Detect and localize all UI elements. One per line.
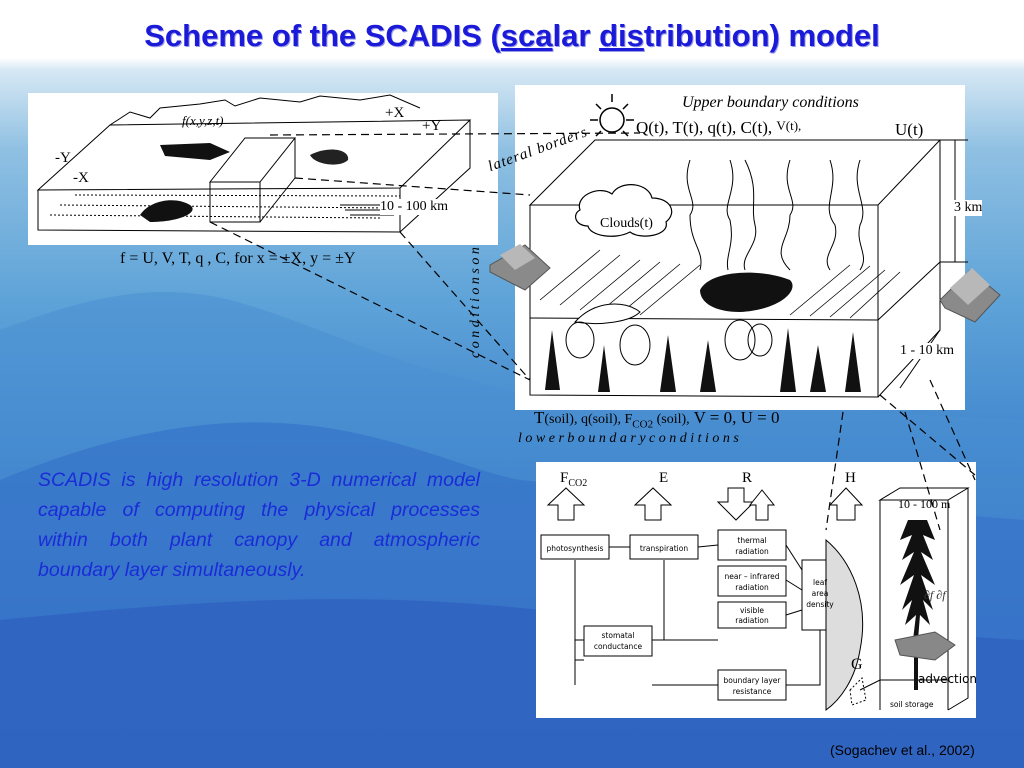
box-lad-3: density — [806, 600, 834, 609]
box-lad-1: leaf — [813, 578, 827, 587]
lower-boundary-title: l o w e r b o u n d a r y c o n d i t i … — [518, 431, 739, 446]
upper-boundary-vars: Q(t), T(t), q(t), C(t), V(t), — [636, 118, 801, 138]
connector-lines — [209, 132, 976, 531]
function-label: f(x,y,z,t) — [182, 113, 224, 128]
box-stomatal-1: stomatal — [602, 631, 635, 640]
lad-profile — [825, 538, 864, 711]
flux-e-label: E — [659, 470, 669, 486]
upper-var-list: (t), T(t), q(t), C(t), — [648, 118, 773, 137]
upper-var-u: U(t) — [895, 120, 924, 139]
boundary-formula: f = U, V, T, q , C, for x = ±X, y = ±Y — [120, 250, 356, 267]
box-nir-2: radiation — [735, 583, 769, 592]
box-thermal-2: radiation — [735, 547, 769, 556]
flux-h-label: H — [845, 470, 856, 486]
lateral-conditions-label: c o n d i t i o n s o n — [468, 247, 483, 358]
flux-fco2-label: FCO2 — [560, 470, 588, 489]
plus-x-label: +X — [385, 105, 405, 121]
minus-x-label: -X — [73, 170, 89, 186]
partial-derivative: ∂f ∂f — [924, 588, 946, 602]
box-stomatal-2: conductance — [594, 642, 643, 651]
lower-boundary-vars: T(soil), q(soil), FCO2 (soil), V = 0, U … — [534, 408, 780, 431]
box-thermal-1: thermal — [737, 536, 766, 545]
box-nir-1: near – infrared — [724, 572, 779, 581]
cloud-icon — [574, 184, 673, 237]
outflow-arrow-icon — [939, 268, 1001, 323]
box-transpiration: transpiration — [640, 544, 688, 553]
flux-r-label: R — [742, 470, 753, 486]
canopy-column — [859, 487, 970, 711]
forest-icon — [545, 328, 861, 392]
box-blr-1: boundary layer — [724, 676, 782, 685]
soil-storage-label: soil storage — [890, 700, 934, 709]
soil-flux-g-label: G — [851, 656, 863, 673]
box-lad-2: area — [812, 589, 829, 598]
box-blr-2: resistance — [733, 687, 772, 696]
box-visible-2: radiation — [735, 616, 769, 625]
page-title: Scheme of the SCADIS (scalar distributio… — [144, 18, 880, 53]
advection-label: advection — [918, 672, 978, 686]
upper-boundary-title: Upper boundary conditions — [682, 94, 859, 111]
model-description: SCADIS is high resolution 3-D numerical … — [38, 469, 480, 581]
upper-var-v: V(t), — [776, 118, 802, 133]
local-domain-box — [528, 139, 968, 398]
clouds-label: Clouds(t) — [600, 216, 653, 231]
height-label: 3 km — [954, 200, 983, 216]
citation: (Sogachev et al., 2002) — [830, 742, 975, 758]
tree-icon — [900, 520, 935, 690]
advection-arrow-icon — [894, 631, 956, 661]
upper-var-q: Q — [636, 118, 649, 137]
box-visible-1: visible — [740, 606, 764, 615]
plus-y-label: +Y — [422, 118, 442, 134]
inflow-arrow-icon — [489, 244, 551, 291]
regional-scale-label: 10 - 100 km — [380, 199, 449, 215]
width-label: 1 - 10 km — [900, 343, 955, 359]
local-scale-label: 10 - 100 m — [898, 497, 951, 511]
minus-y-label: -Y — [55, 150, 71, 166]
sun-icon — [599, 107, 625, 133]
local-domain-panel — [515, 85, 965, 410]
box-photosynthesis: photosynthesis — [547, 544, 604, 553]
